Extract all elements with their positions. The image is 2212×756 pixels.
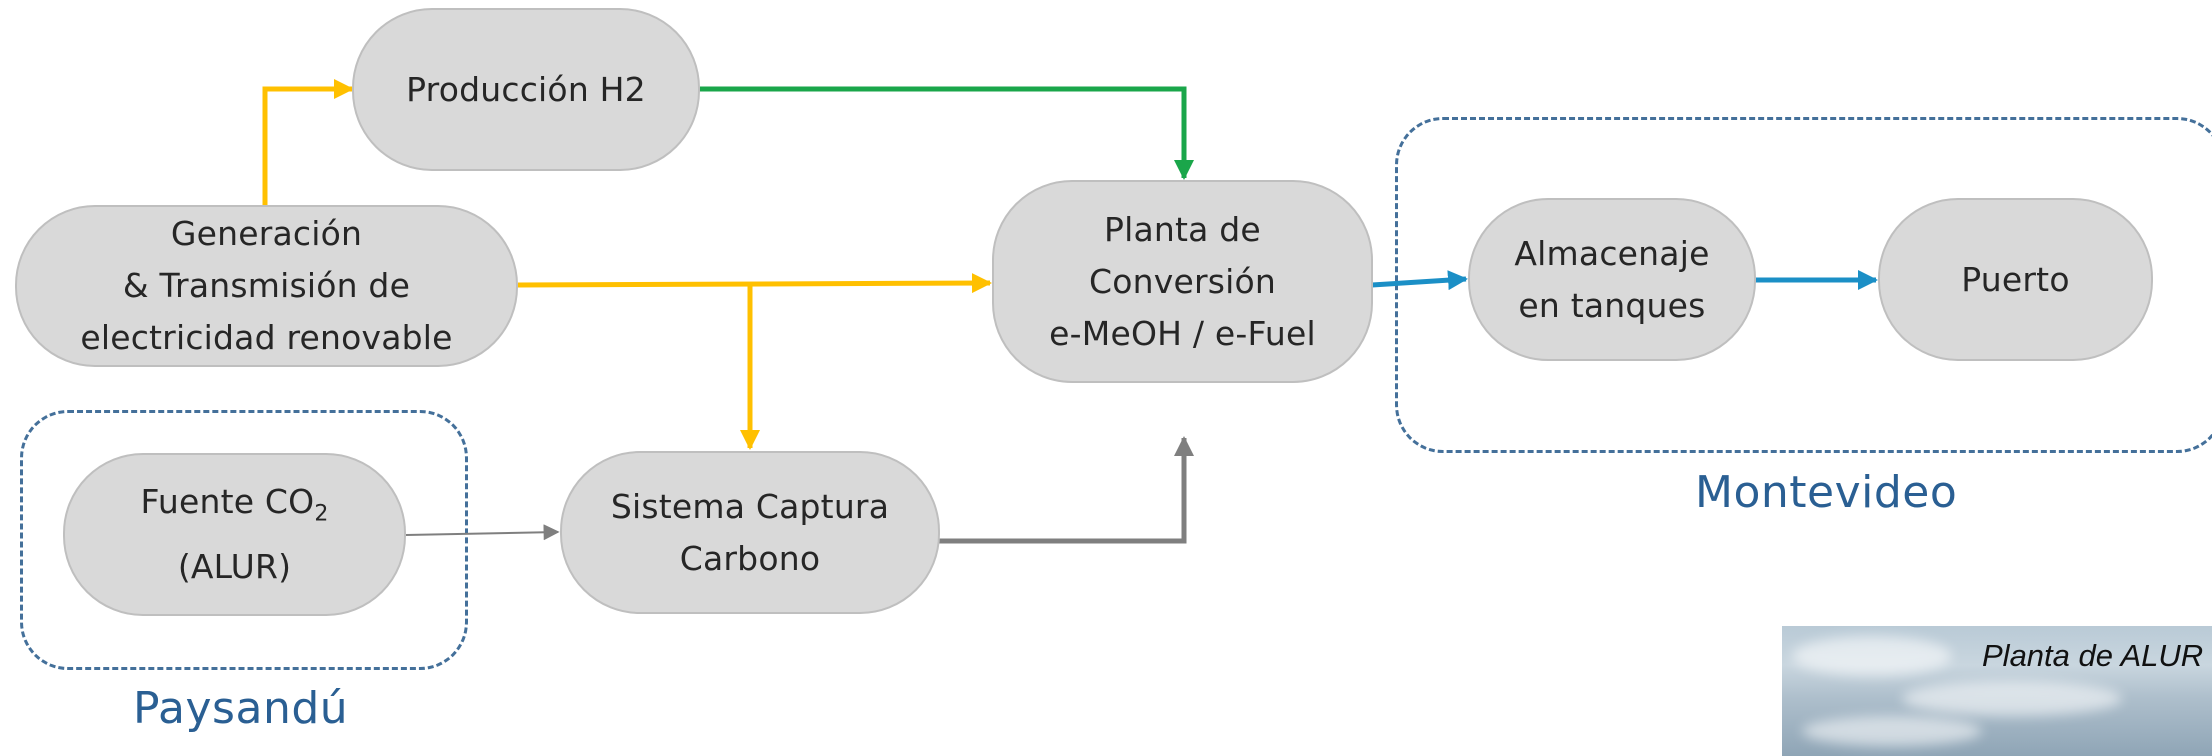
almacenaje-label-line1: Almacenaje [1514,233,1710,273]
almacenaje-node: Almacenaje en tanques [1468,198,1756,361]
planta-label-line2: Conversión [1088,261,1276,301]
sistema-captura-label-line1: Sistema Captura [610,486,890,526]
generacion-label-line2: & Transmisión de [122,266,411,305]
produccion-h2-label: Producción H2 [406,69,646,109]
generacion-label-line3: electricidad renovable [80,318,453,357]
arrow-captura-to-planta [939,436,1194,544]
arrow-fuente-to-captura [405,524,560,541]
photo-cloud [1792,636,1952,676]
generacion-label-line1: Generación [170,214,363,253]
montevideo-label: Montevideo [1695,467,1958,518]
alur-plant-photo: Planta de ALUR [1782,626,2212,756]
arrow-planta-to-almacenaje [1371,270,1468,291]
almacenaje-label-line2: en tanques [1518,285,1706,325]
paysandu-region [20,410,468,670]
photo-caption: Planta de ALUR [1982,638,2204,673]
puerto-label: Puerto [1961,259,2070,299]
paysandu-label: Paysandú [133,683,349,734]
fuente-co2-prefix: Fuente CO [140,482,315,522]
photo-cloud [1802,716,1982,746]
flow-connectors [262,79,1878,544]
photo-cloud [1902,681,2122,716]
puerto-node: Puerto [1878,198,2153,361]
fuente-co2-label-line2: (ALUR) [177,546,292,586]
fuente-co2-label-line1: Fuente CO2 [140,476,328,541]
arrow-generacion-to-planta [517,273,992,294]
fuente-co2-node: Fuente CO2 (ALUR) [63,453,406,616]
sistema-captura-label-line2: Carbono [679,538,821,578]
planta-label-line1: Planta de [1104,209,1261,249]
planta-label-line3: e-MeOH / e-Fuel [1049,313,1316,353]
produccion-h2-node: Producción H2 [352,8,700,171]
sistema-captura-node: Sistema Captura Carbono [560,451,940,614]
generacion-node: Generación & Transmisión de electricidad… [15,205,518,367]
arrow-h2-to-planta [700,86,1194,180]
arrow-generacion-to-h2 [262,79,354,205]
co2-subscript: 2 [314,501,329,527]
planta-conversion-node: Planta de Conversión e-MeOH / e-Fuel [992,180,1373,383]
